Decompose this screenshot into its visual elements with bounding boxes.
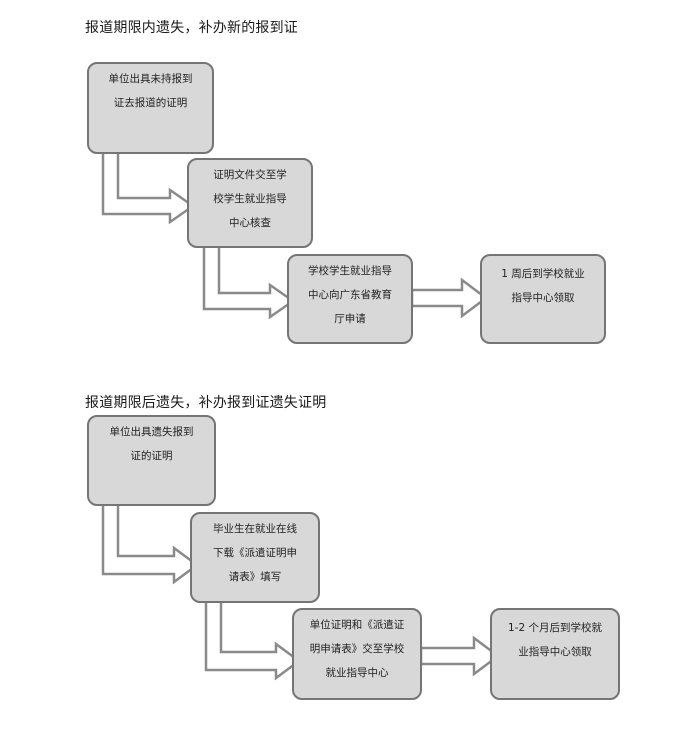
flow-step-1-2: 证明文件交至学 校学生就业指导 中心核查: [187, 158, 313, 248]
step-text-line: 学校学生就业指导: [308, 265, 392, 277]
step-text-line: 就业指导中心: [325, 667, 389, 679]
step-text-line: 证去报道的证明: [113, 97, 188, 109]
step-text-line: 毕业生在就业在线: [213, 523, 297, 535]
step-text-line: 业指导中心领取: [518, 646, 592, 658]
right-arrow-2-3: [419, 635, 501, 677]
step-text-line: 1 周后到学校就业: [501, 268, 585, 280]
elbow-arrow-1-1: [101, 148, 196, 225]
step-text-line: 证明文件交至学: [213, 169, 287, 181]
section-2-title: 报道期限后遗失，补办报到证遗失证明: [85, 395, 327, 411]
elbow-arrow-1-2: [202, 243, 296, 320]
flow-step-1-3: 学校学生就业指导 中心向广东省教育 厅申请: [287, 254, 413, 344]
flow-step-2-1: 单位出具遗失报到 证的证明: [87, 415, 216, 506]
flow-step-1-1: 单位出具未持报到 证去报道的证明: [87, 62, 214, 154]
step-text-line: 单位出具遗失报到: [109, 426, 194, 438]
step-text-line: 明申请表》交至学校: [309, 643, 405, 655]
flow-step-2-3: 单位证明和《派遣证 明申请表》交至学校 就业指导中心: [292, 608, 422, 700]
step-text-line: 请表》填写: [228, 571, 282, 583]
section-1-title: 报道期限内遗失，补办新的报到证: [85, 20, 298, 36]
step-text-line: 单位出具未持报到: [108, 73, 193, 85]
elbow-arrow-2-1: [101, 501, 200, 585]
step-text-line: 校学生就业指导: [213, 193, 287, 205]
flow-step-2-4: 1-2 个月后到学校就 业指导中心领取: [490, 608, 620, 700]
step-text-line: 证的证明: [130, 450, 173, 462]
step-text-line: 中心向广东省教育: [308, 289, 392, 301]
step-text-line: 下载《派遣证明申: [213, 547, 297, 559]
step-text-line: 中心核查: [229, 217, 271, 229]
elbow-arrow-2-2: [204, 598, 302, 681]
flow-step-2-2: 毕业生在就业在线 下载《派遣证明申 请表》填写: [190, 512, 320, 603]
step-text-line: 指导中心领取: [511, 292, 575, 304]
flow-step-1-4: 1 周后到学校就业 指导中心领取: [480, 254, 606, 344]
step-text-line: 1-2 个月后到学校就: [508, 622, 602, 634]
step-text-line: 厅申请: [334, 313, 366, 325]
right-arrow-1-3: [410, 277, 489, 319]
step-text-line: 单位证明和《派遣证: [309, 619, 405, 631]
